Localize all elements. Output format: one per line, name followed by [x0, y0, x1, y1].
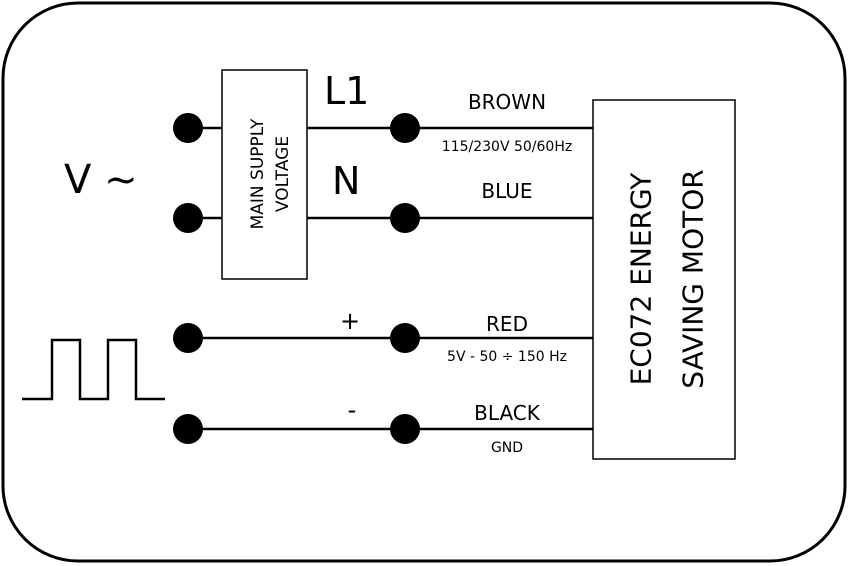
plus-label: + — [340, 307, 360, 335]
black-wire-label: BLACK — [474, 401, 541, 425]
motor-label-line1: EC072 ENERGY — [625, 172, 658, 386]
terminal-n-out — [390, 203, 420, 233]
terminal-l1-in — [173, 113, 203, 143]
minus-label: - — [348, 396, 357, 424]
terminal-plus-in — [173, 323, 203, 353]
brown-wire-label: BROWN — [468, 90, 546, 114]
voltage-label: VOLTAGE — [273, 136, 293, 212]
motor-label-line2: SAVING MOTOR — [677, 169, 710, 388]
main-supply-label: MAIN SUPPLY — [248, 118, 268, 229]
red-wire-label: RED — [486, 312, 528, 336]
motor-box — [592, 99, 736, 460]
terminal-minus-in — [173, 414, 203, 444]
terminal-l1-out — [390, 113, 420, 143]
black-wire-spec: GND — [491, 440, 523, 456]
l1-label: L1 — [324, 69, 369, 113]
red-wire-spec: 5V - 50 ÷ 150 Hz — [447, 349, 567, 365]
brown-wire-spec: 115/230V 50/60Hz — [442, 139, 572, 155]
main-supply-box — [221, 69, 308, 280]
square-wave-icon — [22, 338, 165, 401]
terminal-plus-out — [390, 323, 420, 353]
terminal-n-in — [173, 203, 203, 233]
ac-voltage-symbol: V ~ — [64, 157, 138, 203]
n-label: N — [332, 159, 360, 203]
terminal-minus-out — [390, 414, 420, 444]
blue-wire-label: BLUE — [481, 179, 532, 203]
